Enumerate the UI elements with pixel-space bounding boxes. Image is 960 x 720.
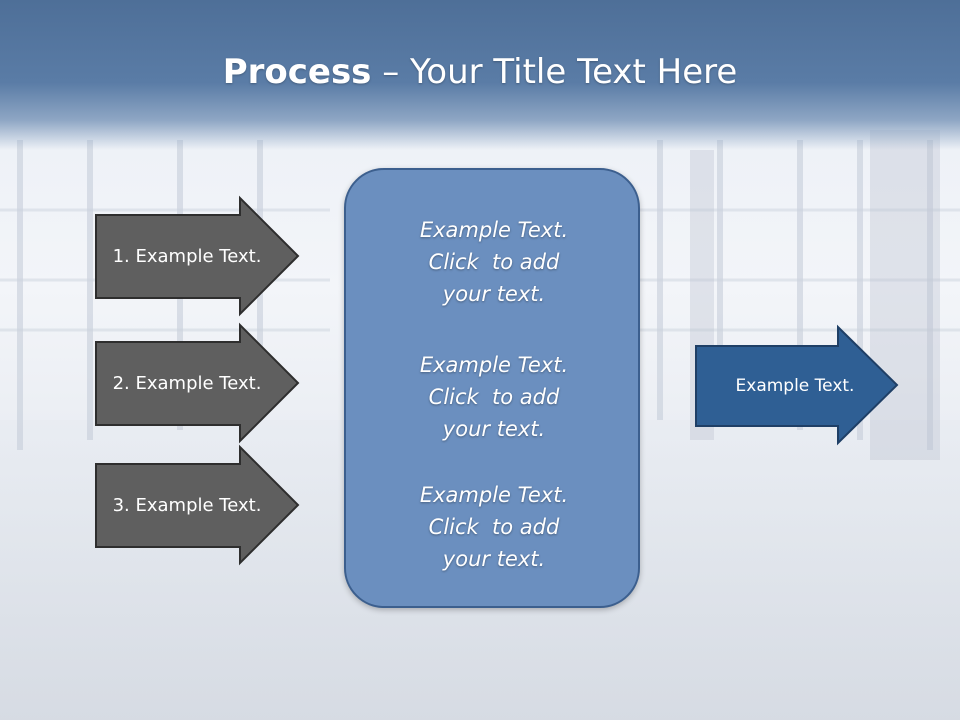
text-block-2: Example Text. Click to add your text.	[346, 349, 642, 445]
left-arrow-3-label: 3. Example Text.	[112, 495, 262, 516]
text-line: your text.	[442, 282, 546, 306]
text-line: Example Text.	[419, 483, 569, 507]
left-arrow-1[interactable]	[95, 195, 300, 317]
text-line: Click to add	[428, 515, 560, 539]
text-line: Example Text.	[419, 353, 569, 377]
left-arrow-1-label: 1. Example Text.	[112, 246, 262, 267]
title-bar	[0, 0, 960, 150]
left-arrow-3[interactable]	[95, 444, 300, 566]
text-block-3: Example Text. Click to add your text.	[346, 479, 642, 575]
text-line: Click to add	[428, 385, 560, 409]
slide-title[interactable]: Process – Your Title Text Here	[0, 52, 960, 92]
left-arrow-2[interactable]	[95, 322, 300, 444]
title-bold: Process	[222, 52, 372, 92]
text-line: your text.	[442, 547, 546, 571]
right-arrow[interactable]	[695, 324, 899, 446]
text-line: your text.	[442, 417, 546, 441]
right-arrow-label: Example Text.	[735, 376, 855, 396]
text-line: Click to add	[428, 250, 560, 274]
text-line: Example Text.	[419, 218, 569, 242]
left-arrow-2-label: 2. Example Text.	[112, 373, 262, 394]
center-text-box[interactable]: Example Text. Click to add your text. Ex…	[344, 168, 640, 608]
text-block-1: Example Text. Click to add your text.	[346, 214, 642, 310]
title-rest: – Your Title Text Here	[371, 52, 738, 92]
